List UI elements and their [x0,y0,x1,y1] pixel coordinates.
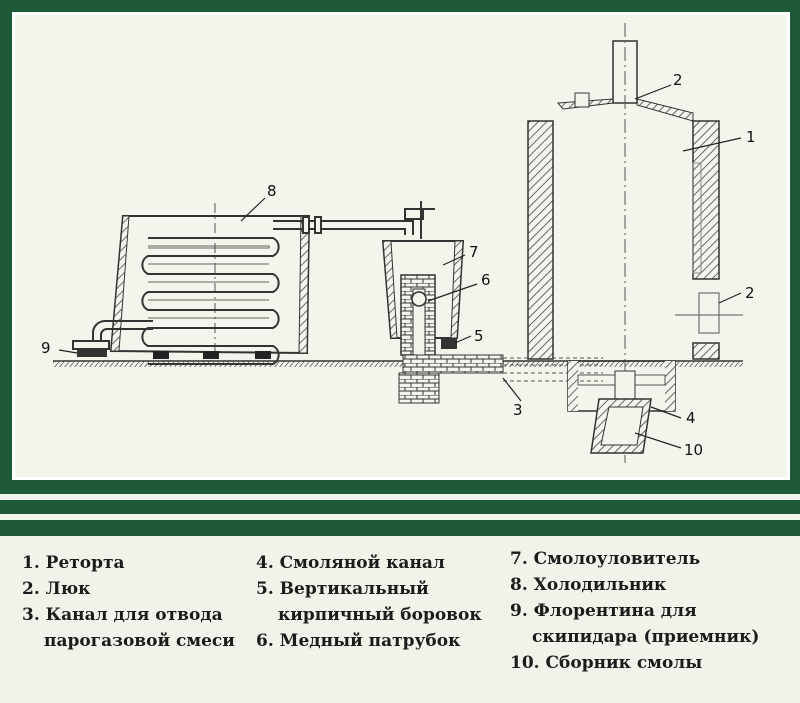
callout-4: 4 [686,409,696,427]
legend-item: 9. Флорентина для [510,601,697,621]
legend: 1. Реторта 2. Люк 3. Канал для отвода па… [0,536,800,703]
legend-item: 1. Реторта [22,553,125,573]
legend-column-1: 1. Реторта 2. Люк 3. Канал для отвода па… [22,550,235,654]
legend-item: 8. Холодильник [510,575,667,595]
legend-column-2: 4. Смоляной канал 5. Вертикальный кирпич… [256,550,482,654]
legend-item: 5. Вертикальный [256,579,429,599]
callout-6: 6 [481,271,491,289]
retort [527,23,743,463]
legend-column-3: 7. Смолоуловитель 8. Холодильник 9. Флор… [510,546,759,676]
tar-collector [590,398,652,454]
florentine-receiver [72,340,110,357]
callout-3: 3 [513,401,523,419]
cooling-coil [141,237,280,365]
brick-flue [398,274,504,404]
leader-lines [58,84,742,449]
divider-stripe [0,494,800,500]
tar-trap [381,240,465,339]
legend-item: 10. Сборник смолы [510,653,703,673]
callout-7: 7 [469,243,479,261]
legend-item: парогазовой смеси [44,631,235,651]
callout-10: 10 [684,441,703,459]
callout-8: 8 [267,182,277,200]
diagram-panel: 1 2 2 3 4 5 6 7 8 9 10 [12,12,790,480]
legend-item: 2. Люк [22,579,91,599]
legend-item: 4. Смоляной канал [256,553,445,573]
legend-item: скипидара (приемник) [532,627,760,647]
outlet-pipe [92,320,153,341]
legend-item: 3. Канал для отвода [22,605,223,625]
callout-2-top: 2 [673,71,683,89]
legend-item: кирпичный боровок [278,605,482,625]
callout-9: 9 [41,339,51,357]
callout-1: 1 [746,128,756,146]
legend-item: 6. Медный патрубок [256,631,461,651]
distillation-apparatus-diagram: 1 2 2 3 4 5 6 7 8 9 10 [41,23,756,463]
legend-item: 7. Смолоуловитель [510,549,701,569]
callout-5: 5 [474,327,484,345]
vapor-pipe [273,201,435,239]
divider-stripe [0,514,800,520]
callout-2-side: 2 [745,284,755,302]
